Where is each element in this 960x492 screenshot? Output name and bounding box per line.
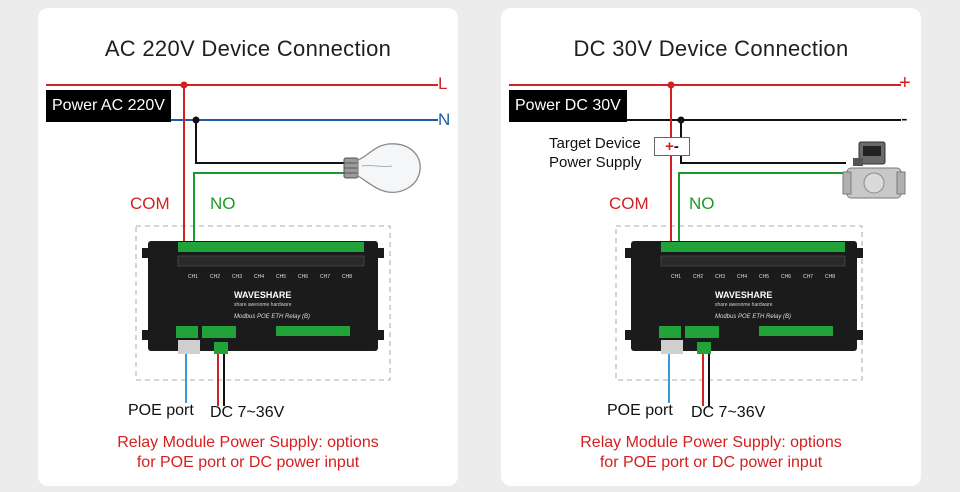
- channel-label: CH6: [781, 274, 791, 280]
- no-wire: [678, 172, 846, 248]
- target-device-label: Target Device Power Supply: [549, 134, 642, 172]
- channel-label: CH7: [320, 274, 330, 280]
- light-bulb-icon: [343, 143, 421, 193]
- com-label: COM: [609, 194, 649, 213]
- channel-label: CH2: [210, 274, 220, 280]
- poe-port-label: POE port: [607, 402, 673, 419]
- com-label: COM: [130, 194, 170, 213]
- channel-label: CH2: [693, 274, 703, 280]
- channel-label: CH4: [254, 274, 264, 280]
- channel-label: CH7: [803, 274, 813, 280]
- relay-module: [142, 241, 384, 354]
- dc-wiring-diagram: WAVESHARE share awesome hardware Modbus …: [509, 81, 906, 406]
- supply-note-line1: Relay Module Power Supply: options: [580, 434, 842, 451]
- ac-wiring-diagram: WAVESHARE share awesome hardware Modbus …: [46, 81, 438, 406]
- ac-connection-panel: WAVESHARE share awesome hardware Modbus …: [38, 8, 458, 486]
- channel-label: CH1: [188, 274, 198, 280]
- dc-connection-panel: WAVESHARE share awesome hardware Modbus …: [501, 8, 921, 486]
- line-l-label: L: [438, 74, 448, 93]
- channel-label: CH4: [737, 274, 747, 280]
- solenoid-valve-icon: [842, 141, 906, 199]
- channel-label: CH3: [715, 274, 725, 280]
- relay-tagline: share awesome hardware: [715, 302, 773, 308]
- line-plus-label: +: [899, 72, 911, 94]
- panel-title: AC 220V Device Connection: [104, 36, 392, 61]
- relay-brand: WAVESHARE: [234, 290, 291, 300]
- channel-labels: CH1 CH2 CH3 CH4 CH5 CH6 CH7 CH8: [671, 274, 835, 280]
- panel-title: DC 30V Device Connection: [573, 36, 849, 61]
- relay-module: [625, 241, 863, 354]
- channel-label: CH6: [298, 274, 308, 280]
- no-label: NO: [689, 194, 715, 213]
- polarity-plus: +: [665, 138, 674, 155]
- neutral-to-load-wire: [195, 120, 346, 164]
- poe-port-label: POE port: [128, 402, 194, 419]
- no-wire: [193, 172, 346, 248]
- power-label: Power AC 220V: [46, 90, 171, 122]
- relay-tagline: share awesome hardware: [234, 302, 292, 308]
- no-label: NO: [210, 194, 236, 213]
- target-device-line1: Target Device: [549, 135, 641, 152]
- supply-note-line2: for POE port or DC power input: [136, 454, 360, 471]
- target-device-line2: Power Supply: [549, 154, 642, 171]
- dc-input-label: DC 7~36V: [691, 404, 766, 421]
- channel-labels: CH1 CH2 CH3 CH4 CH5 CH6 CH7 CH8: [188, 274, 352, 280]
- relay-model: Modbus POE ETH Relay (B): [234, 314, 310, 320]
- polarity-box: +-: [654, 137, 690, 156]
- channel-label: CH5: [759, 274, 769, 280]
- channel-label: CH5: [276, 274, 286, 280]
- module-outline: [615, 225, 863, 381]
- module-outline: [135, 225, 391, 381]
- dc-input-label: DC 7~36V: [210, 404, 285, 421]
- channel-label: CH3: [232, 274, 242, 280]
- power-label: Power DC 30V: [509, 90, 627, 122]
- channel-label: CH8: [825, 274, 835, 280]
- channel-label: CH8: [342, 274, 352, 280]
- negative-to-load-wire: [680, 120, 846, 164]
- channel-label: CH1: [671, 274, 681, 280]
- line-minus-label: -: [901, 108, 908, 130]
- supply-note-line2: for POE port or DC power input: [599, 454, 823, 471]
- relay-model: Modbus POE ETH Relay (B): [715, 314, 791, 320]
- supply-note-line1: Relay Module Power Supply: options: [117, 434, 379, 451]
- relay-brand: WAVESHARE: [715, 290, 772, 300]
- line-n-label: N: [438, 110, 451, 129]
- polarity-minus: -: [673, 138, 679, 155]
